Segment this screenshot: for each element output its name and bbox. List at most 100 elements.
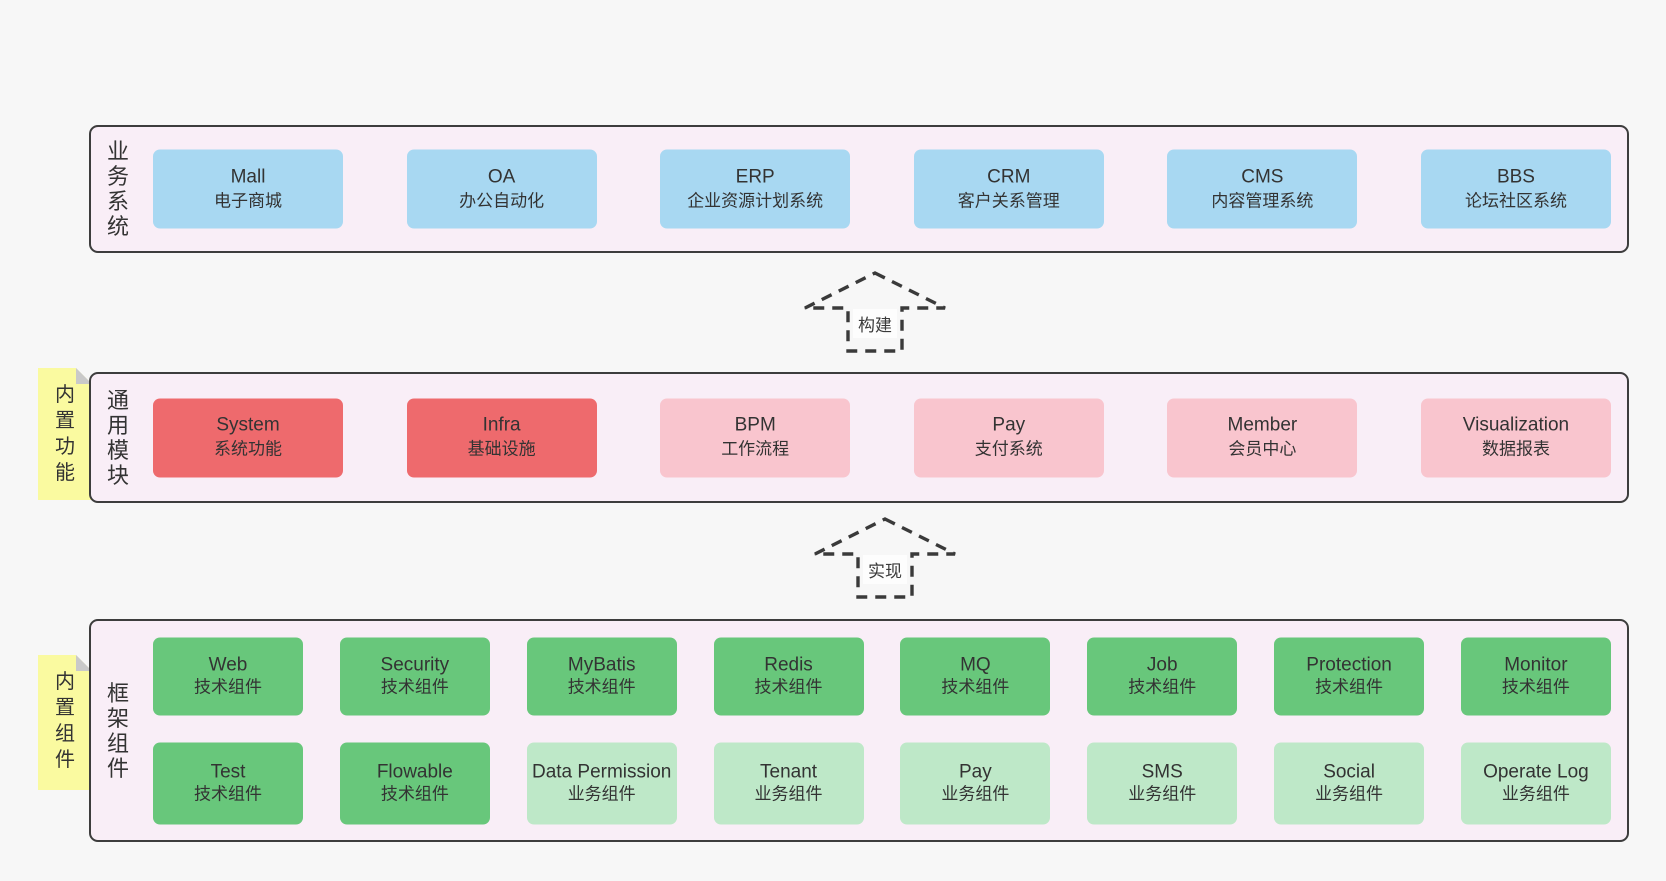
box-title: SMS [1141, 761, 1183, 782]
arrow-build: 构建 [802, 270, 948, 354]
box-title: MyBatis [567, 654, 636, 675]
box-subtitle: 技术组件 [567, 677, 636, 696]
box-subtitle: 技术组件 [754, 677, 823, 696]
box-bpm: BPM 工作流程 [660, 398, 851, 477]
box-subtitle: 办公自动化 [459, 191, 545, 210]
box-title: BPM [734, 414, 776, 436]
box-subtitle: 技术组件 [1501, 677, 1570, 696]
up-arrow-icon [814, 517, 956, 599]
box-subtitle: 电子商城 [214, 191, 282, 210]
box-subtitle: 基础设施 [467, 439, 536, 459]
box-member: Member 会员中心 [1167, 398, 1358, 477]
box-title: Visualization [1462, 414, 1570, 436]
box-subtitle: 支付系统 [974, 439, 1043, 459]
layer-label-common-modules: 通用模块 [106, 387, 129, 488]
box-subtitle: 技术组件 [194, 784, 262, 803]
arrow-label: 构建 [853, 309, 897, 338]
box-subtitle: 技术组件 [1315, 677, 1384, 696]
arrow-label: 实现 [863, 555, 907, 584]
box-title: Social [1323, 761, 1375, 782]
box-tenant: Tenant 业务组件 [713, 742, 864, 824]
box-subtitle: 业务组件 [754, 784, 823, 803]
box-title: Security [380, 654, 450, 675]
box-subtitle: 业务组件 [1501, 784, 1570, 803]
box-subtitle: 技术组件 [941, 677, 1010, 696]
box-title: Web [208, 654, 248, 675]
box-protection: Protection 技术组件 [1274, 637, 1425, 715]
box-title: Pay [992, 414, 1026, 436]
box-pay: Pay 支付系统 [913, 398, 1104, 477]
box-redis: Redis 技术组件 [713, 637, 864, 715]
box-subtitle: 系统功能 [214, 439, 282, 459]
box-title: Flowable [376, 761, 453, 782]
box-title: Job [1146, 654, 1178, 675]
box-monitor: Monitor 技术组件 [1460, 637, 1611, 715]
box-title: Pay [959, 761, 992, 782]
box-title: Data Permission [531, 761, 672, 782]
box-subtitle: 业务组件 [941, 784, 1010, 803]
layer-label-business-systems: 业务系统 [106, 139, 129, 239]
box-crm: CRM 客户关系管理 [913, 149, 1104, 229]
box-title: Redis [764, 654, 813, 675]
box-oa: OA 办公自动化 [406, 149, 597, 229]
box-operate-log: Operate Log 业务组件 [1460, 742, 1611, 824]
box-mq: MQ 技术组件 [900, 637, 1051, 715]
box-title: MQ [960, 654, 991, 675]
box-title: Monitor [1504, 654, 1568, 675]
box-mybatis: MyBatis 技术组件 [526, 637, 677, 715]
box-title: Mall [230, 166, 266, 187]
sticky-note-label: 内置组件 [55, 671, 75, 771]
box-title: Tenant [760, 761, 818, 782]
box-subtitle: 技术组件 [194, 677, 262, 696]
sticky-note-label: 内置功能 [55, 384, 75, 484]
box-infra: Infra 基础设施 [406, 398, 597, 477]
box-subtitle: 会员中心 [1228, 439, 1297, 459]
sticky-note-builtin-features: 内置功能 [38, 368, 92, 500]
box-subtitle: 业务组件 [1315, 784, 1384, 803]
box-subtitle: 技术组件 [380, 784, 449, 803]
box-title: Test [210, 761, 246, 782]
box-subtitle: 技术组件 [1128, 677, 1197, 696]
box-social: Social 业务组件 [1274, 742, 1425, 824]
box-title: ERP [735, 166, 775, 187]
box-title: CMS [1241, 166, 1284, 187]
box-subtitle: 技术组件 [380, 677, 449, 696]
box-subtitle: 内容管理系统 [1211, 191, 1314, 210]
layer-business-systems: 业务系统 Mall 电子商城 OA 办公自动化 ERP 企业资源计划系统 CRM… [89, 125, 1629, 253]
box-cms: CMS 内容管理系统 [1167, 149, 1358, 229]
box-visualization: Visualization 数据报表 [1420, 398, 1611, 477]
box-bbs: BBS 论坛社区系统 [1420, 149, 1611, 229]
up-arrow-icon [804, 271, 946, 353]
box-subtitle: 论坛社区系统 [1464, 191, 1567, 210]
box-title: OA [487, 166, 516, 187]
box-security: Security 技术组件 [339, 637, 490, 715]
box-title: CRM [987, 166, 1031, 187]
box-title: Operate Log [1483, 761, 1589, 782]
box-job: Job 技术组件 [1087, 637, 1238, 715]
box-title: Protection [1306, 654, 1392, 675]
box-mall: Mall 电子商城 [153, 149, 343, 229]
box-pay-business: Pay 业务组件 [900, 742, 1051, 824]
layer-framework-components: 框架组件 Web 技术组件 Security 技术组件 MyBatis 技术组件… [89, 619, 1629, 842]
box-data-permission: Data Permission 业务组件 [526, 742, 677, 824]
layer-label-framework-components: 框架组件 [106, 680, 129, 781]
box-title: System [216, 414, 280, 436]
layer-common-modules: 通用模块 System 系统功能 Infra 基础设施 BPM 工作流程 Pay… [89, 372, 1629, 503]
box-title: BBS [1496, 166, 1535, 187]
box-title: Member [1227, 414, 1298, 436]
box-subtitle: 客户关系管理 [957, 191, 1060, 210]
box-sms: SMS 业务组件 [1087, 742, 1238, 824]
box-subtitle: 业务组件 [567, 784, 636, 803]
box-test: Test 技术组件 [153, 742, 303, 824]
box-subtitle: 业务组件 [1128, 784, 1197, 803]
sticky-note-builtin-components: 内置组件 [38, 655, 92, 790]
box-title: Infra [482, 414, 521, 436]
box-flowable: Flowable 技术组件 [339, 742, 490, 824]
box-system: System 系统功能 [153, 398, 343, 477]
arrow-implement: 实现 [812, 516, 958, 600]
box-subtitle: 工作流程 [721, 439, 790, 459]
box-erp: ERP 企业资源计划系统 [660, 149, 851, 229]
box-web: Web 技术组件 [153, 637, 303, 715]
box-subtitle: 数据报表 [1481, 439, 1550, 459]
box-subtitle: 企业资源计划系统 [687, 191, 824, 210]
